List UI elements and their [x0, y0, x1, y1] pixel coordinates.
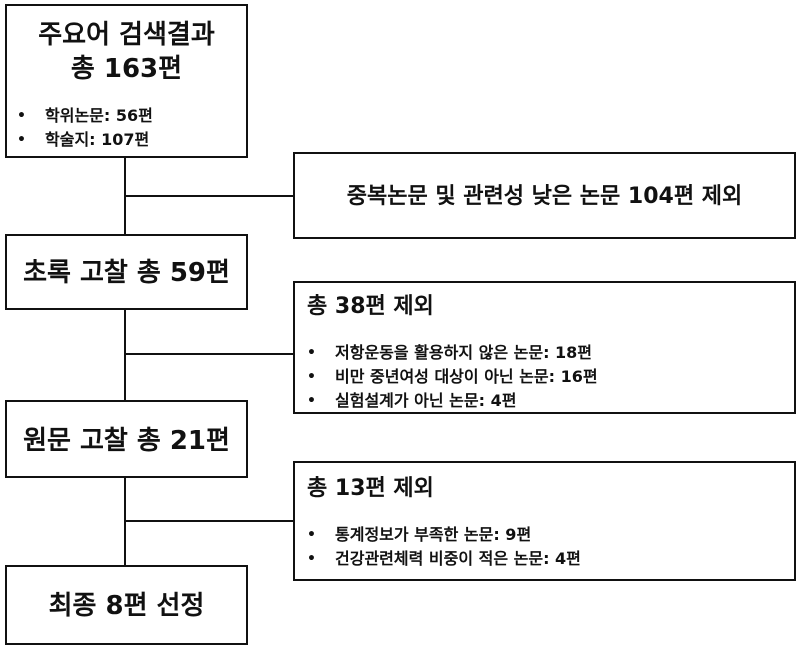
- stage-final-selection-box: 최종 8편 선정: [5, 565, 248, 645]
- flow-connector-exclude1: [124, 195, 294, 197]
- stage-search-results-title: 주요어 검색결과: [38, 20, 215, 50]
- exclusion-fulltext-list: • 통계정보가 부족한 논문: 9편 • 건강관련체력 비중이 적은 논문: 4편: [307, 523, 581, 571]
- flow-connector-main: [124, 156, 126, 566]
- list-item-text: 학술지: 107편: [45, 130, 150, 149]
- exclusion-fulltext-title: 총 13편 제외: [307, 476, 434, 501]
- bullet-icon: •: [307, 393, 316, 409]
- stage-search-results-box: 주요어 검색결과 총 163편 • 학위논문: 56편 • 학술지: 107편: [5, 4, 248, 158]
- bullet-icon: •: [307, 527, 316, 543]
- list-item: • 비만 중년여성 대상이 아닌 논문: 16편: [307, 365, 598, 389]
- flow-connector-exclude3: [124, 520, 294, 522]
- stage-final-selection-title: 최종 8편 선정: [48, 591, 205, 621]
- stage-fulltext-review-box: 원문 고찰 총 21편: [5, 400, 248, 478]
- exclusion-abstract-box: 총 38편 제외 • 저항운동을 활용하지 않은 논문: 18편 • 비만 중년여성…: [293, 281, 796, 414]
- exclusion-duplicates-box: 중복논문 및 관련성 낮은 논문 104편 제외: [293, 152, 796, 239]
- list-item: • 건강관련체력 비중이 적은 논문: 4편: [307, 547, 581, 571]
- bullet-icon: •: [307, 551, 316, 567]
- list-item: • 저항운동을 활용하지 않은 논문: 18편: [307, 341, 598, 365]
- stage-abstract-review-box: 초록 고찰 총 59편: [5, 234, 248, 310]
- list-item-text: 통계정보가 부족한 논문: 9편: [335, 525, 532, 544]
- stage-search-results-total: 총 163편: [70, 54, 183, 84]
- bullet-icon: •: [17, 132, 26, 148]
- exclusion-duplicates-text: 중복논문 및 관련성 낮은 논문 104편 제외: [346, 184, 743, 209]
- list-item-text: 저항운동을 활용하지 않은 논문: 18편: [335, 343, 593, 362]
- list-item-text: 학위논문: 56편: [45, 106, 153, 125]
- stage-fulltext-review-title: 원문 고찰 총 21편: [23, 426, 230, 456]
- list-item-text: 건강관련체력 비중이 적은 논문: 4편: [335, 549, 581, 568]
- exclusion-fulltext-box: 총 13편 제외 • 통계정보가 부족한 논문: 9편 • 건강관련체력 비중이 적…: [293, 461, 796, 581]
- list-item: • 실험설계가 아닌 논문: 4편: [307, 389, 598, 413]
- list-item: • 학위논문: 56편: [17, 104, 153, 128]
- list-item: • 통계정보가 부족한 논문: 9편: [307, 523, 581, 547]
- bullet-icon: •: [307, 369, 316, 385]
- list-item-text: 비만 중년여성 대상이 아닌 논문: 16편: [335, 367, 598, 386]
- list-item-text: 실험설계가 아닌 논문: 4편: [335, 391, 517, 410]
- bullet-icon: •: [17, 108, 26, 124]
- exclusion-abstract-title: 총 38편 제외: [307, 294, 434, 319]
- stage-search-results-list: • 학위논문: 56편 • 학술지: 107편: [17, 104, 153, 152]
- bullet-icon: •: [307, 345, 316, 361]
- flow-connector-exclude2: [124, 353, 294, 355]
- stage-abstract-review-title: 초록 고찰 총 59편: [23, 258, 230, 288]
- list-item: • 학술지: 107편: [17, 128, 153, 152]
- exclusion-abstract-list: • 저항운동을 활용하지 않은 논문: 18편 • 비만 중년여성 대상이 아닌 논…: [307, 341, 598, 413]
